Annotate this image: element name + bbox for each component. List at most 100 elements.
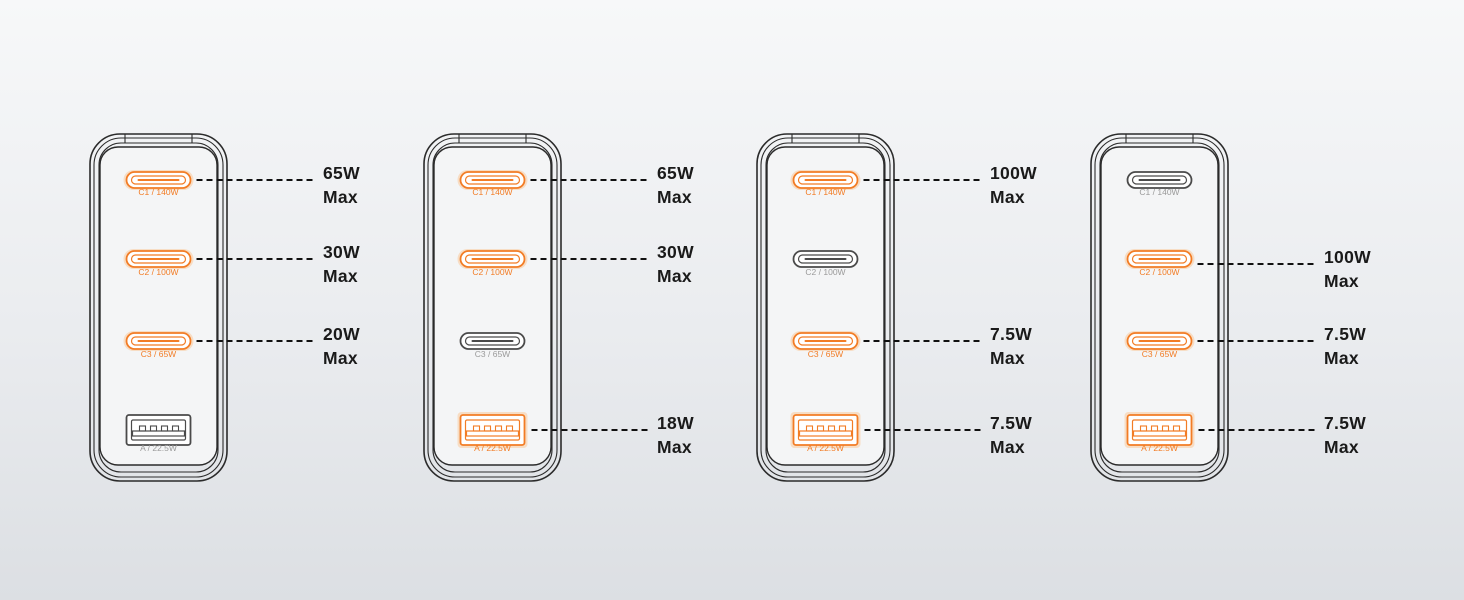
usb-a-pin	[838, 425, 847, 432]
output-watt-value: 30W	[323, 242, 360, 262]
usb-a-pin	[816, 425, 825, 432]
charger-shell-edge	[93, 137, 224, 478]
output-watt-value: 18W	[657, 413, 694, 433]
output-max-label: Max	[323, 266, 358, 286]
port-rating-label: C3 / 65W	[475, 349, 510, 359]
output-max-label: Max	[657, 187, 692, 207]
charger-2: C1 / 140W 65W Max C2 / 100W 30W Max C3 / 65W A …	[423, 133, 694, 482]
usb-c-port-inner	[797, 254, 854, 264]
charger-3-port-3: C3 / 65W 7.5W Max	[790, 324, 1032, 368]
charger-2-port-3: C3 / 65W	[459, 332, 526, 359]
usb-c-port-inner	[1131, 336, 1188, 346]
charger-1-port-4: A / 22.5W	[125, 414, 192, 453]
port-rating-label: A / 22.5W	[474, 443, 511, 453]
port-rating-label: C2 / 100W	[472, 267, 512, 277]
usb-a-port-inner	[797, 419, 854, 441]
usb-c-port-inner	[464, 175, 521, 185]
port-rating-label: A / 22.5W	[807, 443, 844, 453]
usb-a-pin	[805, 425, 814, 432]
charger-3-port-2: C2 / 100W	[792, 250, 859, 277]
output-max-label: Max	[323, 187, 358, 207]
charger-4-port-2: C2 / 100W 100W Max	[1124, 247, 1371, 291]
usb-a-pin	[171, 425, 180, 432]
charger-outer-shell	[89, 133, 228, 482]
usb-c-port-inner	[130, 336, 187, 346]
port-rating-label: C1 / 140W	[138, 187, 178, 197]
output-watt-value: 65W	[657, 163, 694, 183]
port-rating-label: A / 22.5W	[1141, 443, 1178, 453]
usb-c-port-inner	[130, 175, 187, 185]
charger-outer-shell	[1090, 133, 1229, 482]
output-max-label: Max	[1324, 437, 1359, 457]
port-rating-label: C1 / 140W	[472, 187, 512, 197]
charger-1-port-3: C3 / 65W 20W Max	[123, 324, 360, 368]
usb-a-pin	[827, 425, 836, 432]
output-max-label: Max	[1324, 348, 1359, 368]
usb-a-pin	[160, 425, 169, 432]
output-max-label: Max	[990, 187, 1025, 207]
output-max-label: Max	[1324, 271, 1359, 291]
usb-a-port-tongue	[131, 430, 186, 437]
charger-shell-edge	[1094, 137, 1225, 478]
usb-a-pin	[472, 425, 481, 432]
charger-inner-ring	[765, 142, 886, 473]
output-max-label: Max	[323, 348, 358, 368]
charger-4-port-4: A / 22.5W 7.5W Max	[1124, 412, 1366, 457]
usb-c-port-inner	[797, 175, 854, 185]
charger-port-panel	[766, 146, 885, 466]
charger-2-port-1: C1 / 140W 65W Max	[457, 163, 694, 207]
usb-a-port-inner	[130, 419, 187, 441]
charger-2-port-2: C2 / 100W 30W Max	[457, 242, 694, 286]
usb-a-port-tongue	[1132, 430, 1187, 437]
output-watt-value: 100W	[990, 163, 1037, 183]
charger-shell-edge	[427, 137, 558, 478]
port-rating-label: C2 / 100W	[805, 267, 845, 277]
usb-a-pin	[1139, 425, 1148, 432]
output-watt-value: 7.5W	[1324, 413, 1366, 433]
usb-a-pin	[138, 425, 147, 432]
usb-c-port-inner	[1131, 254, 1188, 264]
port-rating-label: A / 22.5W	[140, 443, 177, 453]
port-rating-label: C2 / 100W	[1139, 267, 1179, 277]
charger-shell-edge	[760, 137, 891, 478]
charger-3-port-1: C1 / 140W 100W Max	[790, 163, 1037, 207]
charger-inner-ring	[1099, 142, 1220, 473]
output-watt-value: 7.5W	[990, 413, 1032, 433]
charger-inner-ring	[98, 142, 219, 473]
usb-a-port-tongue	[798, 430, 853, 437]
charger-2-port-4: A / 22.5W 18W Max	[457, 412, 694, 457]
usb-c-port-inner	[464, 336, 521, 346]
output-max-label: Max	[990, 348, 1025, 368]
port-rating-label: C1 / 140W	[805, 187, 845, 197]
charger-3: C1 / 140W 100W Max C2 / 100W C3 / 65W 7.5W Max…	[756, 133, 1037, 482]
charger-4-port-1: C1 / 140W	[1126, 171, 1193, 197]
charger-outer-shell	[423, 133, 562, 482]
port-rating-label: C1 / 140W	[1139, 187, 1179, 197]
output-max-label: Max	[657, 437, 692, 457]
usb-a-pin	[1161, 425, 1170, 432]
usb-c-port-inner	[464, 254, 521, 264]
charger-outer-shell	[756, 133, 895, 482]
output-watt-value: 30W	[657, 242, 694, 262]
usb-a-port-icon	[1126, 414, 1193, 446]
usb-a-port-icon	[792, 414, 859, 446]
charger-port-panel	[99, 146, 218, 466]
usb-a-pin	[1150, 425, 1159, 432]
usb-c-port-inner	[797, 336, 854, 346]
output-max-label: Max	[657, 266, 692, 286]
usb-a-port-tongue	[465, 430, 520, 437]
usb-c-port-inner	[1131, 175, 1188, 185]
usb-a-pin	[505, 425, 514, 432]
usb-a-port-icon	[125, 414, 192, 446]
output-watt-value: 20W	[323, 324, 360, 344]
port-rating-label: C3 / 65W	[808, 349, 843, 359]
output-watt-value: 7.5W	[1324, 324, 1366, 344]
port-rating-label: C3 / 65W	[141, 349, 176, 359]
output-watt-value: 7.5W	[990, 324, 1032, 344]
output-watt-value: 100W	[1324, 247, 1371, 267]
